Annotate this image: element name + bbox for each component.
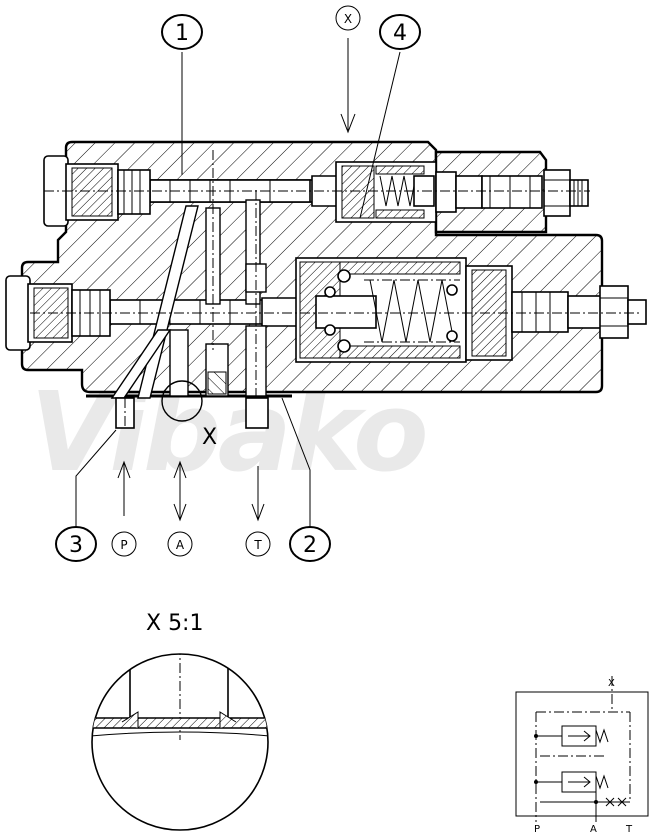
- port-t-label: T: [253, 538, 262, 552]
- hydraulic-symbol: X P A T: [515, 676, 649, 835]
- callout-2-label: 2: [303, 533, 317, 558]
- callout-4: 4: [379, 14, 421, 50]
- upper-spring: [379, 175, 417, 207]
- detail-title: X 5:1: [146, 611, 203, 636]
- callout-3-label: 3: [69, 533, 83, 558]
- upper-adjuster: [455, 175, 483, 209]
- port-arrows: [117, 460, 265, 522]
- callout-2: 2: [289, 526, 331, 562]
- lower-spring: [369, 279, 455, 343]
- callout-4-label: 4: [393, 21, 407, 46]
- symbol-t-label: T: [625, 824, 633, 835]
- port-x-top-label: X: [344, 12, 352, 26]
- port-a-label: A: [176, 538, 185, 552]
- symbol-x-label: X: [608, 678, 615, 689]
- port-t: T: [245, 531, 271, 557]
- port-a: A: [167, 531, 193, 557]
- port-p: P: [111, 531, 137, 557]
- detail-view: [91, 653, 269, 831]
- lower-locknut: [599, 285, 629, 339]
- callout-1: 1: [161, 14, 203, 50]
- port-studs: [115, 397, 269, 429]
- detail-marker-circle: [161, 380, 203, 422]
- symbol-p-label: P: [534, 824, 540, 835]
- callout-leaders: [75, 38, 401, 528]
- detail-marker-label: X: [202, 425, 217, 450]
- callout-3: 3: [55, 526, 97, 562]
- port-x-top: X: [335, 5, 361, 31]
- port-p-label: P: [120, 538, 127, 552]
- upper-plug: [43, 155, 151, 227]
- symbol-a-label: A: [590, 824, 597, 835]
- symbol-frame: [515, 691, 649, 817]
- internal-channels: [30, 150, 640, 420]
- upper-screw-end: [569, 179, 589, 207]
- upper-valve-bore: [149, 161, 589, 223]
- callout-1-label: 1: [175, 21, 189, 46]
- upper-locknut: [543, 169, 571, 217]
- port-t-stud: [245, 397, 269, 429]
- detail-circle: [91, 653, 269, 831]
